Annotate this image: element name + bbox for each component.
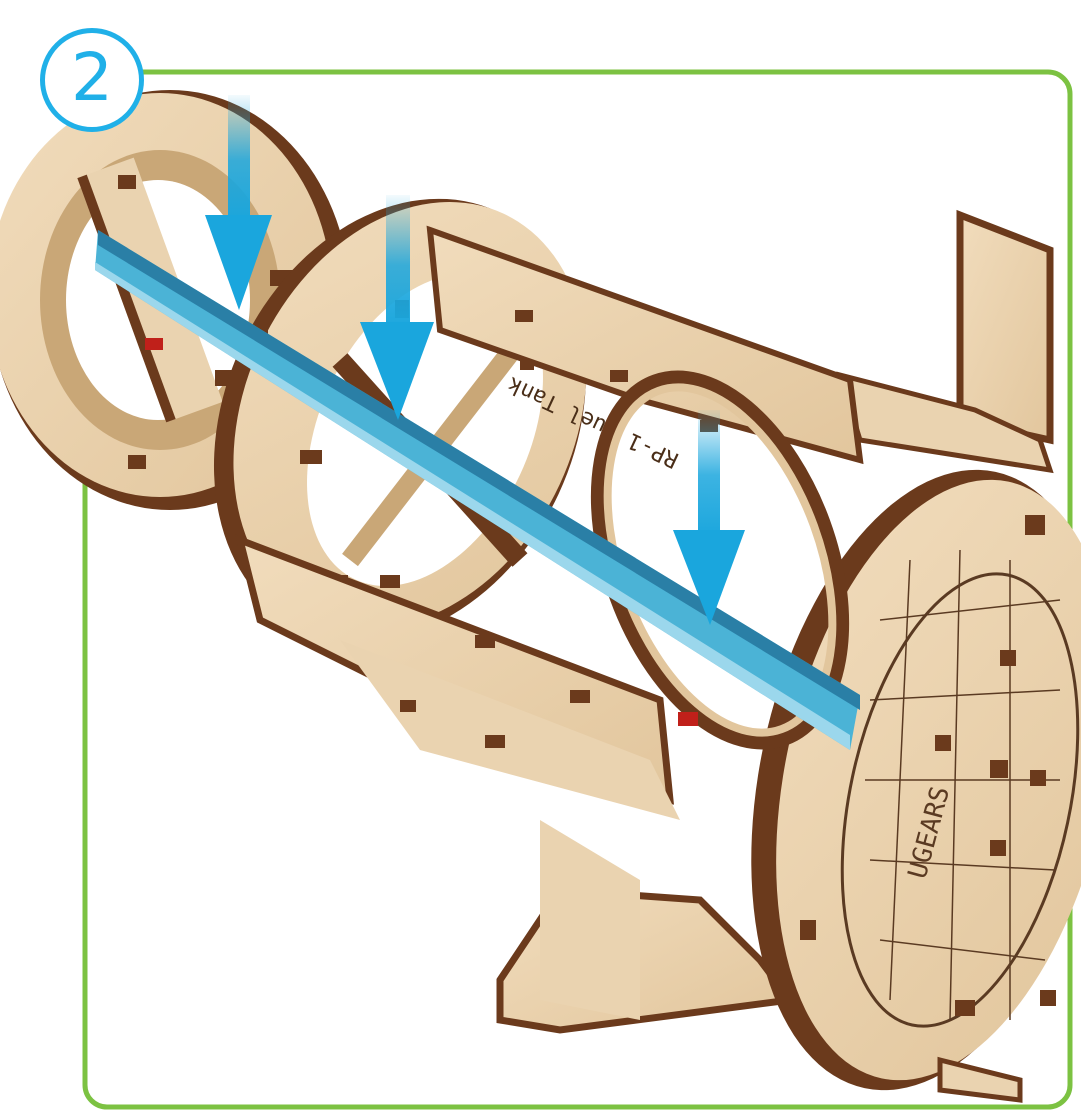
step-number: 2 [71,45,113,111]
step-number-badge: 2 [40,28,144,132]
red-marker-center [678,712,698,726]
red-marker-left [145,338,163,350]
